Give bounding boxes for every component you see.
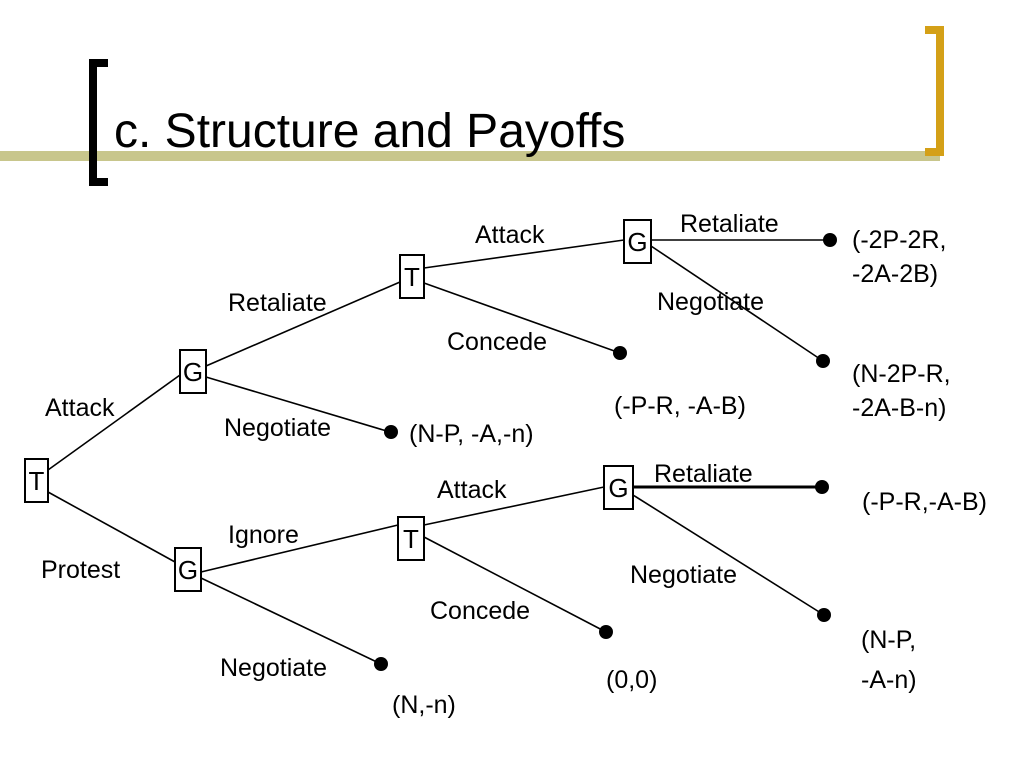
terminal-dot — [823, 233, 837, 247]
edge-label-root-attack: Attack — [45, 394, 115, 422]
edge-label-g-top2-retaliate: Retaliate — [680, 210, 779, 238]
node-g-bot: G — [174, 547, 202, 592]
edges — [47, 239, 830, 665]
payoff-top-concede: (-P-R, -A-B) — [614, 392, 746, 420]
node-root-label: T — [29, 466, 45, 496]
payoff-line: -2A-B-n) — [852, 394, 946, 422]
node-g-bot-label: G — [178, 555, 198, 585]
edge-g-top-negotiate — [205, 376, 391, 433]
node-g-top2: G — [623, 219, 652, 264]
edge-label-g-bot-ignore: Ignore — [228, 521, 299, 549]
edge-t-top-concede — [423, 282, 621, 354]
terminal-dot — [599, 625, 613, 639]
payoffs: (-2P-2R, -2A-2B) (N-2P-R, -2A-B-n) (-P-R… — [392, 226, 987, 719]
terminal-dot — [817, 608, 831, 622]
payoff-bot-negotiate: (N-P, -A-n) — [861, 626, 923, 694]
node-g-top2-label: G — [627, 227, 647, 257]
edge-label-g-top2-negotiate: Negotiate — [657, 288, 764, 316]
payoff-top-negotiate: (N-2P-R, -2A-B-n) — [852, 360, 958, 422]
terminal-dot — [384, 425, 398, 439]
edge-root-attack — [47, 374, 181, 471]
edge-label-g-bot-negotiate: Negotiate — [220, 654, 327, 682]
node-g-top-label: G — [183, 357, 203, 387]
edge-t-top-attack — [423, 239, 625, 269]
right-bracket — [925, 26, 944, 156]
edge-g-bot2-negotiate — [632, 494, 825, 616]
node-g-top: G — [179, 349, 207, 394]
edge-label-t-top-attack: Attack — [475, 221, 545, 249]
payoff-bot-retaliate: (-P-R,-A-B) — [862, 488, 987, 516]
payoff-line: (-2P-2R, — [852, 226, 946, 254]
terminal-dot — [816, 354, 830, 368]
edge-label-g-top-retaliate: Retaliate — [228, 289, 327, 317]
node-t-top-label: T — [404, 262, 420, 292]
payoff-line: -A-n) — [861, 666, 917, 694]
edge-label-t-bot-attack: Attack — [437, 476, 507, 504]
node-g-bot2-label: G — [608, 473, 628, 503]
edge-label-g-bot2-negotiate: Negotiate — [630, 561, 737, 589]
terminal-dots — [374, 233, 837, 671]
title-accent-bar — [0, 151, 940, 161]
edge-g-top-retaliate — [205, 281, 401, 367]
payoff-line: -2A-2B) — [852, 260, 938, 288]
node-t-top: T — [399, 254, 425, 299]
edge-labels: Attack Protest Retaliate Negotiate Attac… — [41, 210, 779, 682]
node-t-bot: T — [397, 516, 425, 561]
edge-g-bot-negotiate — [200, 577, 382, 665]
edge-t-bot-attack — [423, 486, 605, 526]
node-t-bot-label: T — [403, 524, 419, 554]
edge-root-protest — [47, 491, 176, 563]
payoff-top-retaliate: (-2P-2R, -2A-2B) — [852, 226, 953, 288]
terminal-dot — [613, 346, 627, 360]
left-bracket — [89, 59, 108, 186]
edge-g-top2-negotiate — [650, 245, 824, 362]
slide-title: c. Structure and Payoffs — [114, 105, 626, 158]
payoff-g-bot-negotiate: (N,-n) — [392, 691, 456, 719]
payoff-bot-concede: (0,0) — [606, 666, 657, 694]
edge-label-g-bot2-retaliate: Retaliate — [654, 460, 753, 488]
terminal-dot — [815, 480, 829, 494]
edge-g-bot-ignore — [200, 524, 399, 573]
edge-label-root-protest: Protest — [41, 556, 120, 584]
node-root: T — [24, 458, 49, 503]
payoff-line: (N-P, — [861, 626, 916, 654]
edge-label-t-top-concede: Concede — [447, 328, 547, 356]
edge-label-t-bot-concede: Concede — [430, 597, 530, 625]
terminal-dot — [374, 657, 388, 671]
payoff-line: (N-2P-R, — [852, 360, 951, 388]
payoff-g-top-negotiate: (N-P, -A,-n) — [409, 420, 534, 448]
edge-t-bot-concede — [423, 536, 607, 633]
edge-label-g-top-negotiate: Negotiate — [224, 414, 331, 442]
decision-nodes: T G T G G T G — [24, 219, 652, 592]
node-g-bot2: G — [603, 465, 634, 510]
